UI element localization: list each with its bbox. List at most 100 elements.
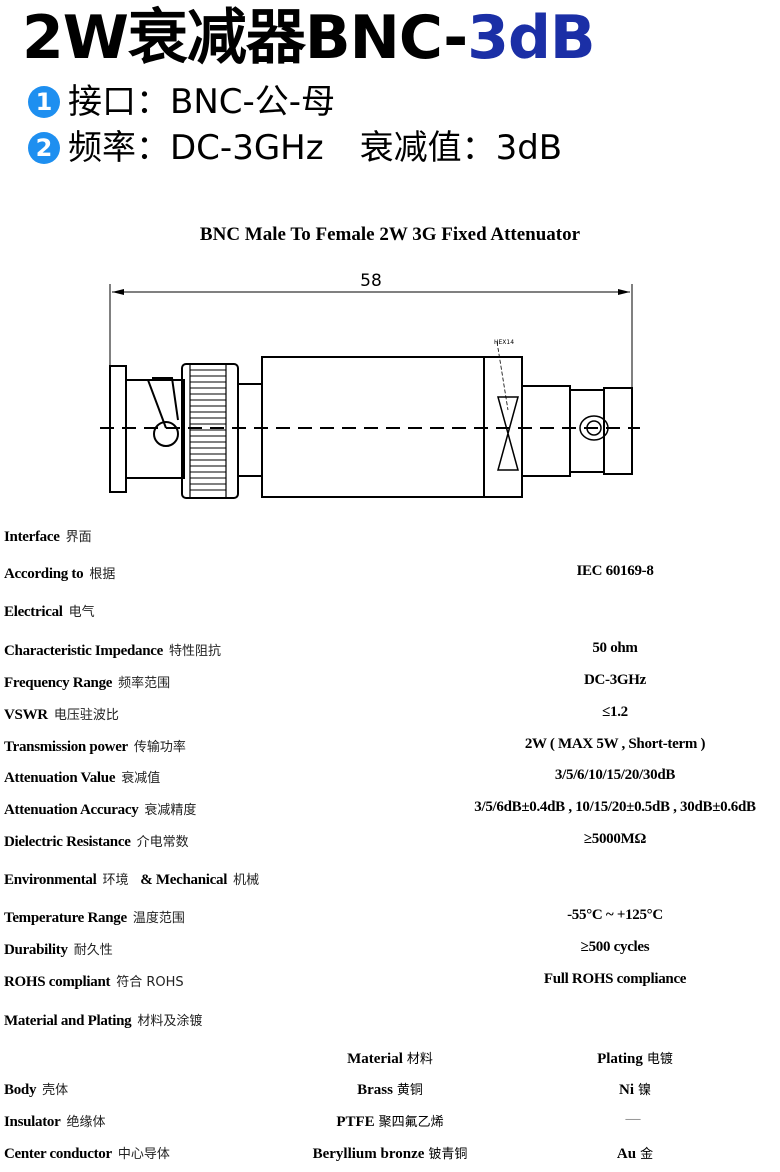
diagram-title: BNC Male To Female 2W 3G Fixed Attenuato… xyxy=(199,224,581,245)
spec-label-en: Temperature Range xyxy=(4,910,127,926)
spec-row: ROHS compliant 符合 ROHS Full ROHS complianc… xyxy=(0,971,780,997)
plating-en: Au xyxy=(616,1146,637,1162)
number-badge-icon: 1 xyxy=(28,86,60,118)
spec-label: According to 根据 xyxy=(4,563,115,583)
spec-label-en: ROHS compliant xyxy=(4,974,111,990)
spec-label-zh: 符合 ROHS xyxy=(116,975,184,990)
part-zh: 绝缘体 xyxy=(66,1115,106,1130)
spec-label-zh: 耐久性 xyxy=(73,943,113,958)
part-en: Body xyxy=(4,1082,37,1098)
spec-label-zh: 环境 xyxy=(102,873,129,888)
part-label: Body 壳体 xyxy=(4,1079,68,1099)
title-main: 2W衰减器BNC- xyxy=(22,3,468,73)
spec-label-en: According to xyxy=(4,566,84,582)
spec-label-zh: 材料及涂镀 xyxy=(137,1014,203,1029)
hex-label: HEX14 xyxy=(494,339,514,346)
arrow-right-icon xyxy=(618,289,630,295)
product-title: 2W衰减器BNC-3dB xyxy=(22,2,596,74)
part-label: Insulator 绝缘体 xyxy=(4,1111,106,1131)
spec-label-en: Durability xyxy=(4,942,68,958)
spec-row: VSWR 电压驻波比 ≤1.2 xyxy=(0,704,780,730)
arrow-left-icon xyxy=(112,289,124,295)
spec-label: Temperature Range 温度范围 xyxy=(4,907,185,927)
spec-row: Durability 耐久性 ≥500 cycles xyxy=(0,939,780,965)
spec-label-zh: 电气 xyxy=(68,605,95,620)
spec-label-en: Characteristic Impedance xyxy=(4,643,164,659)
spec-label: Frequency Range 频率范围 xyxy=(4,672,170,692)
part-zh: 壳体 xyxy=(42,1083,69,1098)
header-zh: 电镀 xyxy=(646,1052,673,1067)
spec-value: 50 ohm xyxy=(592,640,638,656)
feature-frequency: 2 频率：DC-3GHz 衰减值：3dB xyxy=(28,126,562,170)
spec-label: Electrical 电气 xyxy=(4,601,95,621)
spec-value: IEC 60169-8 xyxy=(576,563,654,579)
spec-label: VSWR 电压驻波比 xyxy=(4,704,119,724)
spec-row: Electrical 电气 xyxy=(0,601,780,627)
spec-label-zh: 界面 xyxy=(65,530,92,545)
material-en: PTFE xyxy=(336,1114,375,1130)
feature-text: 频率：DC-3GHz xyxy=(68,128,324,168)
material-en: Brass xyxy=(357,1082,393,1098)
spec-label-en: Electrical xyxy=(4,604,63,620)
spec-label-en: Interface xyxy=(4,529,60,545)
header-en: Material xyxy=(347,1051,403,1067)
header-zh: 材料 xyxy=(406,1052,433,1067)
spec-label-en: VSWR xyxy=(4,707,48,723)
spec-label-en: Environmental xyxy=(4,872,97,888)
spec-label: Attenuation Value 衰减值 xyxy=(4,767,160,787)
spec-value: ≤1.2 xyxy=(602,704,628,720)
feature-interface: 1 接口：BNC-公-母 xyxy=(28,80,335,124)
spec-label-en: Frequency Range xyxy=(4,675,113,691)
material-zh: 黄铜 xyxy=(396,1083,423,1098)
spec-label-zh: 频率范围 xyxy=(118,676,171,691)
header-en: Plating xyxy=(597,1051,643,1067)
feature-text: 接口：BNC-公-母 xyxy=(68,82,336,122)
title-accent: 3dB xyxy=(467,3,595,73)
spec-value: ≥500 cycles xyxy=(580,939,650,955)
spec-label-zh: 电压驻波比 xyxy=(53,708,119,723)
spec-label-zh2: 机械 xyxy=(233,873,260,888)
number-badge-icon: 2 xyxy=(28,132,60,164)
spec-label-zh: 衰减值 xyxy=(121,771,161,786)
spec-value: Full ROHS compliance xyxy=(543,971,687,987)
spec-label-zh: 介电常数 xyxy=(136,835,189,850)
connector-drawing: 58 HEX14 xyxy=(100,271,640,499)
spec-value: 3/5/6dB±0.4dB , 10/15/20±0.5dB , 30dB±0.… xyxy=(474,799,756,815)
spec-label: ROHS compliant 符合 ROHS xyxy=(4,971,184,991)
feature-text-attenuation: 衰减值：3dB xyxy=(359,128,563,168)
spec-label-en: Attenuation Accuracy xyxy=(4,802,139,818)
plating-cell: — xyxy=(520,1111,750,1128)
spec-label-en: Attenuation Value xyxy=(4,770,116,786)
material-en: Beryllium bronze xyxy=(312,1146,425,1162)
part-en: Insulator xyxy=(4,1114,61,1130)
spec-label-zh: 根据 xyxy=(89,567,116,582)
plating-en: — xyxy=(625,1111,641,1127)
part-en: Center conductor xyxy=(4,1146,112,1162)
plating-zh: 金 xyxy=(640,1147,654,1162)
material-zh: 聚四氟乙烯 xyxy=(378,1115,444,1130)
dimension-label: 58 xyxy=(360,271,382,291)
spec-label: Durability 耐久性 xyxy=(4,939,113,959)
spec-value: 2W ( MAX 5W , Short-term ) xyxy=(524,736,706,752)
spec-value: ≥5000MΩ xyxy=(583,831,647,847)
spec-label-zh: 温度范围 xyxy=(132,911,185,926)
